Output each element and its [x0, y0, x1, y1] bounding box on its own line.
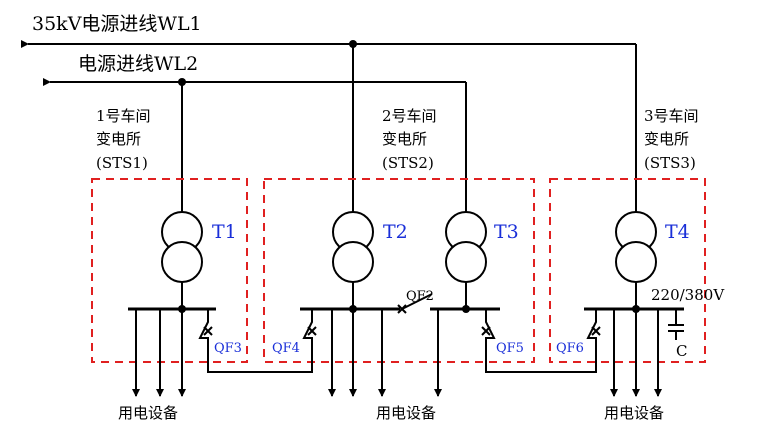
- qf3-label: QF3: [214, 341, 242, 356]
- load-label-sts3: 用电设备: [604, 404, 664, 422]
- load-label-sts1: 用电设备: [118, 404, 178, 422]
- t4-secondary: [615, 241, 657, 283]
- sts3-type: 变电所: [644, 130, 689, 148]
- load-labels: 用电设备 用电设备 用电设备: [118, 404, 664, 422]
- substation-boundaries: [91, 178, 706, 363]
- t2-secondary: [332, 241, 374, 283]
- qf5-circuit: [485, 309, 597, 373]
- t2-label: T2: [383, 221, 408, 243]
- qf6-x2: [591, 326, 601, 336]
- t3-secondary: [445, 241, 487, 283]
- t1-secondary: [161, 241, 203, 283]
- transformers: [161, 211, 657, 283]
- qf2-blade: [401, 293, 433, 310]
- capacitor: [668, 309, 684, 340]
- breaker-labels: QF3 QF4 QF5 QF6: [214, 341, 584, 356]
- sts2-code: (STS2): [382, 154, 434, 172]
- qf4-label: QF4: [272, 341, 300, 356]
- qf3-x2: [203, 326, 213, 336]
- sts1-code: (STS1): [96, 154, 148, 172]
- qf5-x2: [481, 326, 491, 336]
- qf5-label: QF5: [496, 341, 524, 356]
- sts3-name: 3号车间: [644, 107, 699, 125]
- junction-wl1: [349, 40, 357, 48]
- breaker-qf2: [397, 293, 433, 314]
- t4-label: T4: [665, 221, 690, 243]
- sts1-name: 1号车间: [96, 107, 151, 125]
- load-label-sts2: 用电设备: [376, 404, 436, 422]
- qf3-circuit: [198, 309, 313, 373]
- t3-label: T3: [494, 221, 519, 243]
- qf2-label: QF2: [406, 289, 434, 304]
- junction-dots: [178, 40, 357, 86]
- sts2-type: 变电所: [382, 130, 427, 148]
- sts3-boundary: [549, 178, 706, 363]
- sts1-boundary: [91, 178, 248, 363]
- substation-labels: 1号车间 变电所 (STS1) 2号车间 变电所 (STS2) 3号车间 变电所…: [96, 107, 699, 172]
- qf4-x2: [307, 326, 317, 336]
- feeder-wl1-label: 35kV电源进线WL1: [32, 13, 202, 35]
- t1-label: T1: [212, 221, 237, 243]
- transformer-labels: T1 T2 T3 T4: [212, 221, 690, 243]
- junction-wl2: [178, 78, 186, 86]
- secondary-leads: [181, 282, 637, 309]
- sts2-name: 2号车间: [382, 107, 437, 125]
- capacitor-label: C: [676, 342, 687, 360]
- sts1-type: 变电所: [96, 130, 141, 148]
- qf6-label: QF6: [556, 341, 584, 356]
- sts3-code: (STS3): [644, 154, 696, 172]
- load-feeders: [132, 309, 662, 397]
- tie-breakers: [198, 309, 601, 373]
- feeder-wl2-label: 电源进线WL2: [78, 53, 198, 75]
- sts2-boundary: [263, 178, 535, 363]
- voltage-label: 220/380V: [651, 286, 725, 304]
- feeder-lines: [21, 40, 637, 212]
- dot-t3: [462, 305, 470, 313]
